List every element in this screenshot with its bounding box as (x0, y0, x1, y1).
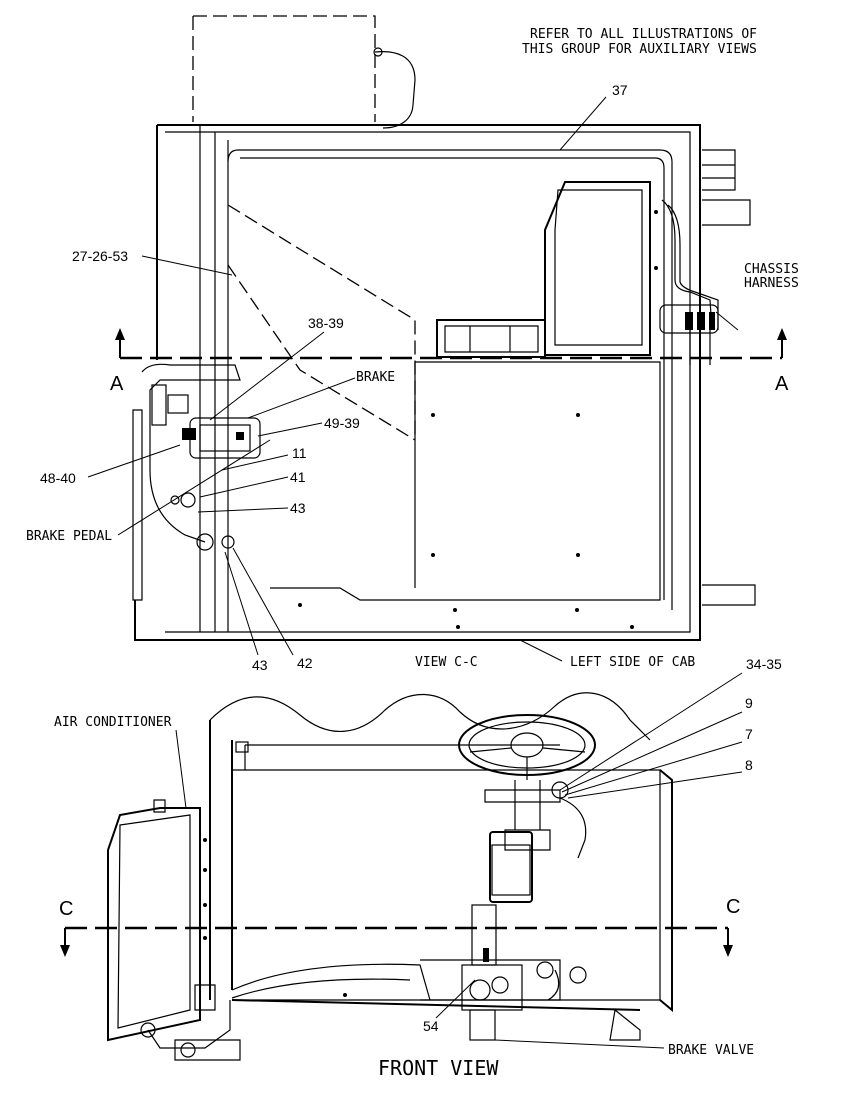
callout-38-39: 38-39 (308, 315, 344, 331)
callout-37: 37 (612, 82, 628, 98)
label-chassis-harness-2: HARNESS (744, 276, 799, 291)
callout-27-26-53: 27-26-53 (72, 248, 128, 264)
section-mark-a-left: A (110, 373, 124, 395)
label-chassis-harness-1: CHASSIS (744, 262, 799, 277)
refer-note-line2: THIS GROUP FOR AUXILIARY VIEWS (522, 42, 757, 57)
callout-41: 41 (290, 469, 306, 485)
section-line-c (60, 926, 733, 957)
callout-9: 9 (745, 695, 753, 711)
section-line-a (115, 328, 787, 360)
label-air-conditioner: AIR CONDITIONER (54, 715, 172, 730)
view-cc-title: VIEW C-C (415, 655, 478, 670)
front-view-drawing (107, 692, 673, 1061)
front-view-title: FRONT VIEW (378, 1056, 499, 1080)
callout-42: 42 (297, 655, 313, 671)
callout-11: 11 (292, 445, 307, 461)
section-mark-c-left: C (59, 898, 73, 920)
callout-54: 54 (423, 1018, 439, 1034)
label-brake: BRAKE (356, 370, 395, 385)
label-brake-pedal: BRAKE PEDAL (26, 529, 112, 544)
callout-43-a: 43 (290, 500, 306, 516)
callout-48-40: 48-40 (40, 470, 76, 486)
view-cc-drawing (132, 15, 756, 641)
label-left-side-of-cab: LEFT SIDE OF CAB (570, 655, 695, 670)
refer-note-line1: REFER TO ALL ILLUSTRATIONS OF (530, 27, 757, 42)
section-mark-a-right: A (775, 373, 789, 395)
callout-34-35: 34-35 (746, 656, 782, 672)
front-view-leaders (175, 672, 743, 1049)
label-brake-valve: BRAKE VALVE (668, 1043, 754, 1058)
callout-7: 7 (745, 726, 753, 742)
callout-49-39: 49-39 (324, 415, 360, 431)
callout-8: 8 (745, 757, 753, 773)
view-cc-leaders (87, 96, 739, 662)
section-mark-c-right: C (726, 896, 740, 918)
callout-43-b: 43 (252, 657, 268, 673)
